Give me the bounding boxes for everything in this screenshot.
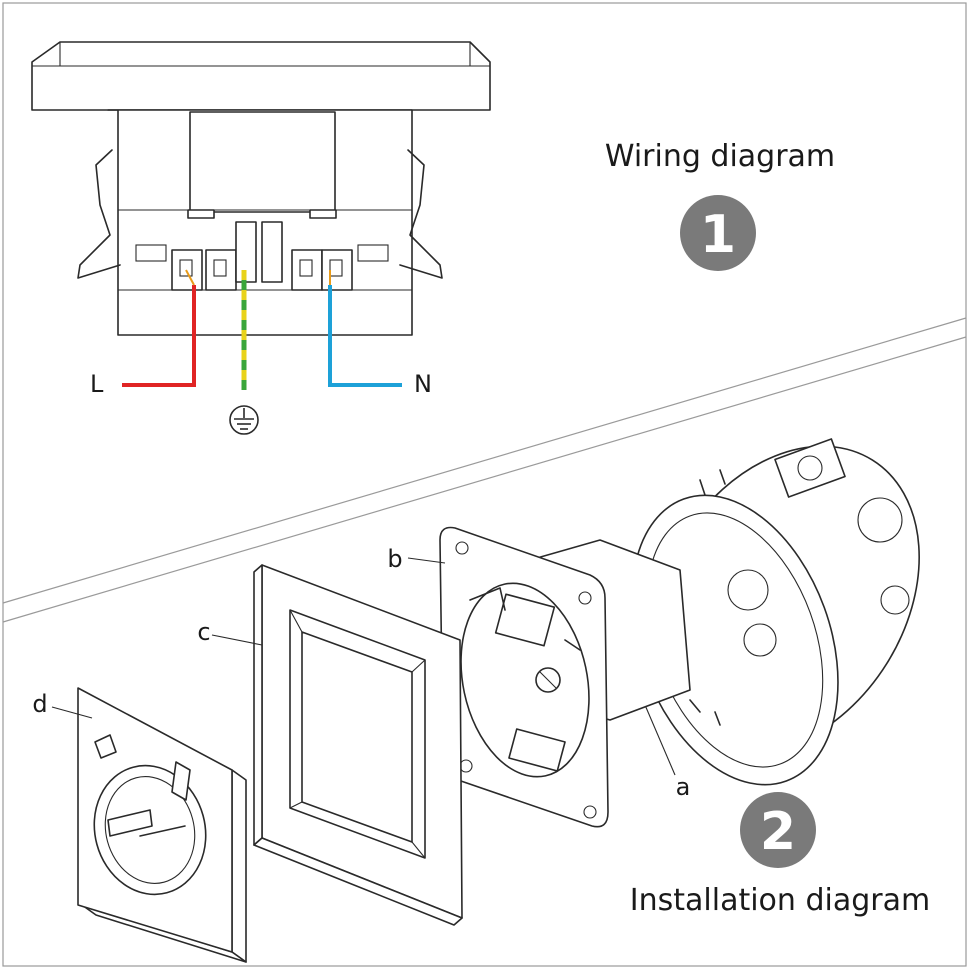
- live-label: L: [90, 370, 104, 398]
- live-wire: [122, 285, 196, 387]
- part-a-label: a: [676, 773, 691, 801]
- part-c-cover-frame: c: [197, 564, 463, 926]
- badge-1: 1: [680, 195, 756, 271]
- wiring-diagram: L N Wiring diagram 1: [31, 41, 835, 435]
- part-b-socket-insert: b: [387, 526, 691, 828]
- installation-diagram: a b: [32, 438, 930, 963]
- wiring-title: Wiring diagram: [605, 139, 835, 174]
- socket-front-plate: [31, 41, 491, 111]
- part-d-label: d: [32, 690, 47, 718]
- badge-2-number: 2: [760, 802, 796, 862]
- installation-title: Installation diagram: [630, 883, 930, 918]
- spring-clip-right: [399, 149, 443, 279]
- neutral-label: N: [414, 370, 432, 398]
- earth-ground-icon: [229, 405, 259, 435]
- part-d-socket-cover: d: [32, 687, 247, 963]
- badge-2: 2: [740, 792, 816, 868]
- part-c-label: c: [197, 618, 210, 646]
- badge-1-number: 1: [700, 205, 736, 265]
- part-b-label: b: [387, 545, 402, 573]
- flush-mount-box: [631, 438, 920, 786]
- neutral-wire: [328, 285, 402, 387]
- spring-clip-left: [77, 149, 121, 279]
- terminal-blocks: [171, 209, 353, 291]
